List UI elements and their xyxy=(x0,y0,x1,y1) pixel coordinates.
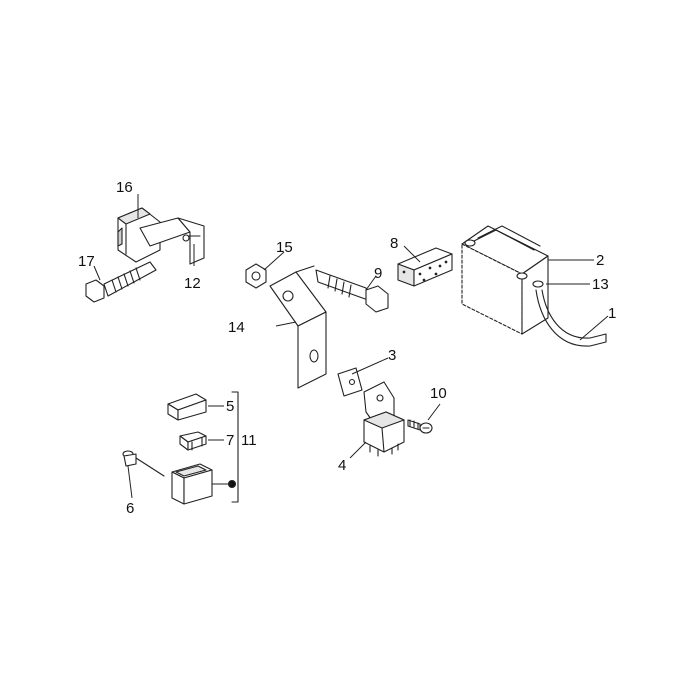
bracket-plate-part-3 xyxy=(337,367,363,397)
callout-14: 14 xyxy=(228,319,245,336)
bolt-part-9 xyxy=(315,269,389,313)
screw-part-10 xyxy=(407,419,433,434)
leader-6 xyxy=(127,465,133,499)
callout-9: 9 xyxy=(374,265,382,282)
leader-10 xyxy=(427,403,441,421)
vent-tube-part-1 xyxy=(535,289,607,347)
leader-17 xyxy=(93,265,101,281)
leader-14 xyxy=(275,321,297,327)
callout-7: 7 xyxy=(226,432,234,449)
callout-4: 4 xyxy=(338,457,346,474)
callout-1: 1 xyxy=(608,305,616,322)
leader-8 xyxy=(403,245,421,263)
callout-11: 11 xyxy=(241,432,257,449)
leader-4 xyxy=(349,441,367,459)
leader-1 xyxy=(579,315,609,341)
callout-8: 8 xyxy=(390,235,398,252)
foam-pad-part-8 xyxy=(397,247,453,287)
leader-9 xyxy=(365,275,377,291)
callout-13: 13 xyxy=(592,276,609,293)
nut-part-15 xyxy=(245,263,267,289)
callout-5: 5 xyxy=(226,398,234,415)
callout-2: 2 xyxy=(596,252,604,269)
fuse-part-7 xyxy=(179,431,207,451)
bolt-part-17 xyxy=(85,261,157,303)
relay-part-16 xyxy=(117,207,205,265)
washer-part-13 xyxy=(532,280,544,288)
callout-10: 10 xyxy=(430,385,447,402)
callout-3: 3 xyxy=(388,347,396,364)
callout-6: 6 xyxy=(126,500,134,517)
callout-17: 17 xyxy=(78,253,95,270)
fuse-cover-part-5 xyxy=(167,393,207,421)
bracket-part-14 xyxy=(269,265,327,389)
callout-15: 15 xyxy=(276,239,293,256)
callout-12: 12 xyxy=(184,275,201,292)
relay-part-4 xyxy=(363,381,405,457)
battery-part-2 xyxy=(461,225,549,335)
fuse-holder-part xyxy=(171,463,213,505)
callout-16: 16 xyxy=(116,179,133,196)
callouts: 16 17 12 15 14 9 8 2 13 1 3 4 10 5 7 11 … xyxy=(78,179,616,517)
rivet-part-6 xyxy=(122,450,165,477)
leader-3 xyxy=(351,357,389,375)
leader-lines xyxy=(93,194,609,499)
leader-15 xyxy=(263,251,285,271)
